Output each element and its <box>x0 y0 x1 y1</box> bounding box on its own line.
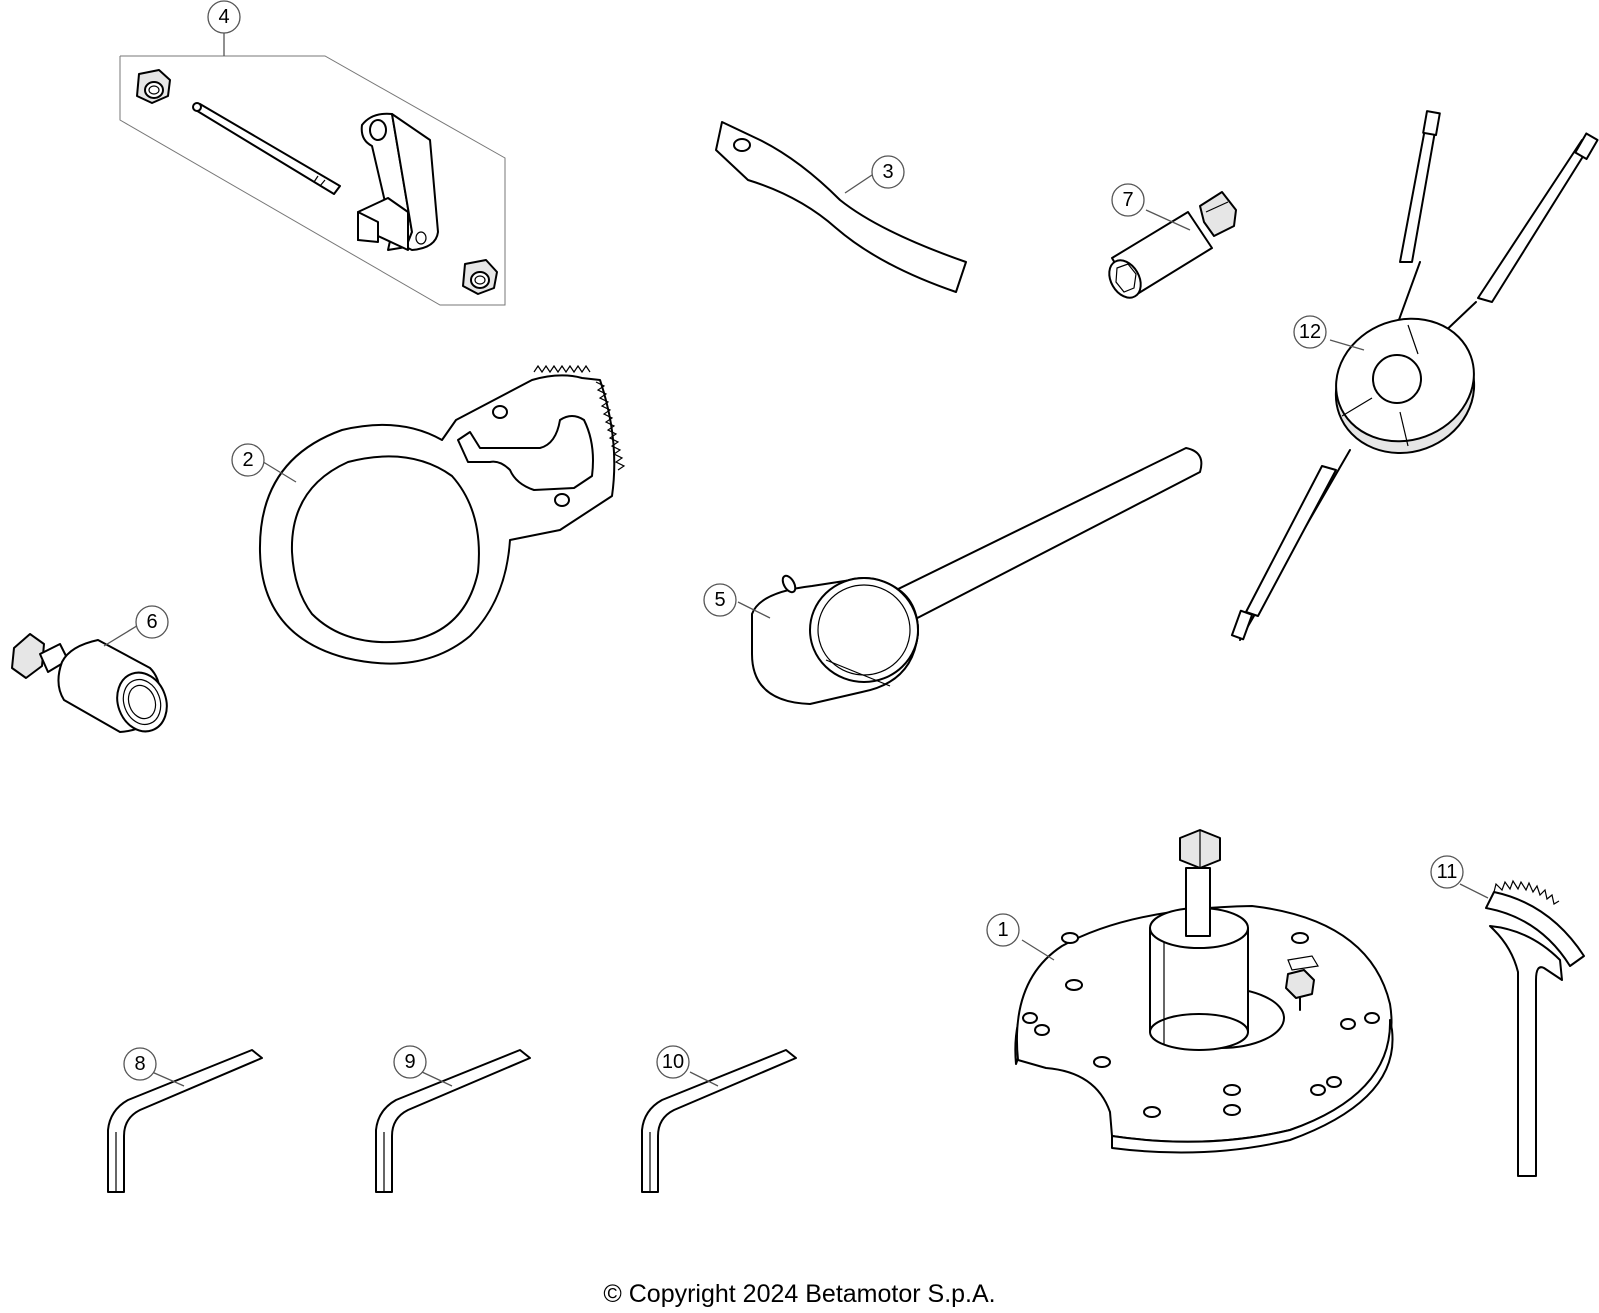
callout-12: 12 <box>1293 315 1327 349</box>
callout-5: 5 <box>703 583 737 617</box>
part-3-flat-lever <box>715 121 967 293</box>
copyright-footer: © Copyright 2024 Betamotor S.p.A. <box>603 1280 996 1308</box>
callout-6: 6 <box>135 605 169 639</box>
callout-4: 4 <box>207 0 241 34</box>
svg-text:10: 10 <box>662 1051 684 1073</box>
flange-nut-top <box>136 69 171 104</box>
svg-text:8: 8 <box>134 1053 145 1075</box>
part-2-flywheel-holder <box>258 364 626 665</box>
callout-3: 3 <box>871 155 905 189</box>
svg-text:11: 11 <box>1437 861 1458 883</box>
part-6-extractor <box>11 623 168 733</box>
locking-bracket <box>357 112 439 251</box>
part-12-twin-puller <box>1230 110 1599 641</box>
part-8-hex-key <box>107 1049 263 1193</box>
callout-11: 11 <box>1430 855 1464 889</box>
callout-8: 8 <box>123 1047 157 1081</box>
callout-7: 7 <box>1111 183 1145 217</box>
svg-text:3: 3 <box>882 161 893 183</box>
svg-text:5: 5 <box>714 589 725 611</box>
part-1-puller-plate <box>1014 829 1394 1154</box>
part-9-hex-key <box>375 1049 531 1193</box>
svg-text:7: 7 <box>1122 189 1133 211</box>
callout-10: 10 <box>656 1045 690 1079</box>
part-7-socket <box>1108 191 1237 299</box>
svg-text:1: 1 <box>997 919 1008 941</box>
flange-nut-bottom <box>462 259 498 295</box>
svg-text:2: 2 <box>242 449 253 471</box>
svg-text:9: 9 <box>404 1051 415 1073</box>
threaded-rod <box>192 102 341 195</box>
part-5-ring-spanner <box>737 447 1203 705</box>
callout-9: 9 <box>393 1045 427 1079</box>
svg-text:4: 4 <box>218 6 229 28</box>
part-11-toothed-key <box>1459 879 1585 1177</box>
svg-text:6: 6 <box>146 611 157 633</box>
part-4-tool-kit <box>119 33 506 306</box>
callout-2: 2 <box>231 443 265 477</box>
svg-text:12: 12 <box>1299 321 1321 343</box>
part-10-hex-key <box>641 1049 797 1193</box>
callout-1: 1 <box>986 913 1020 947</box>
